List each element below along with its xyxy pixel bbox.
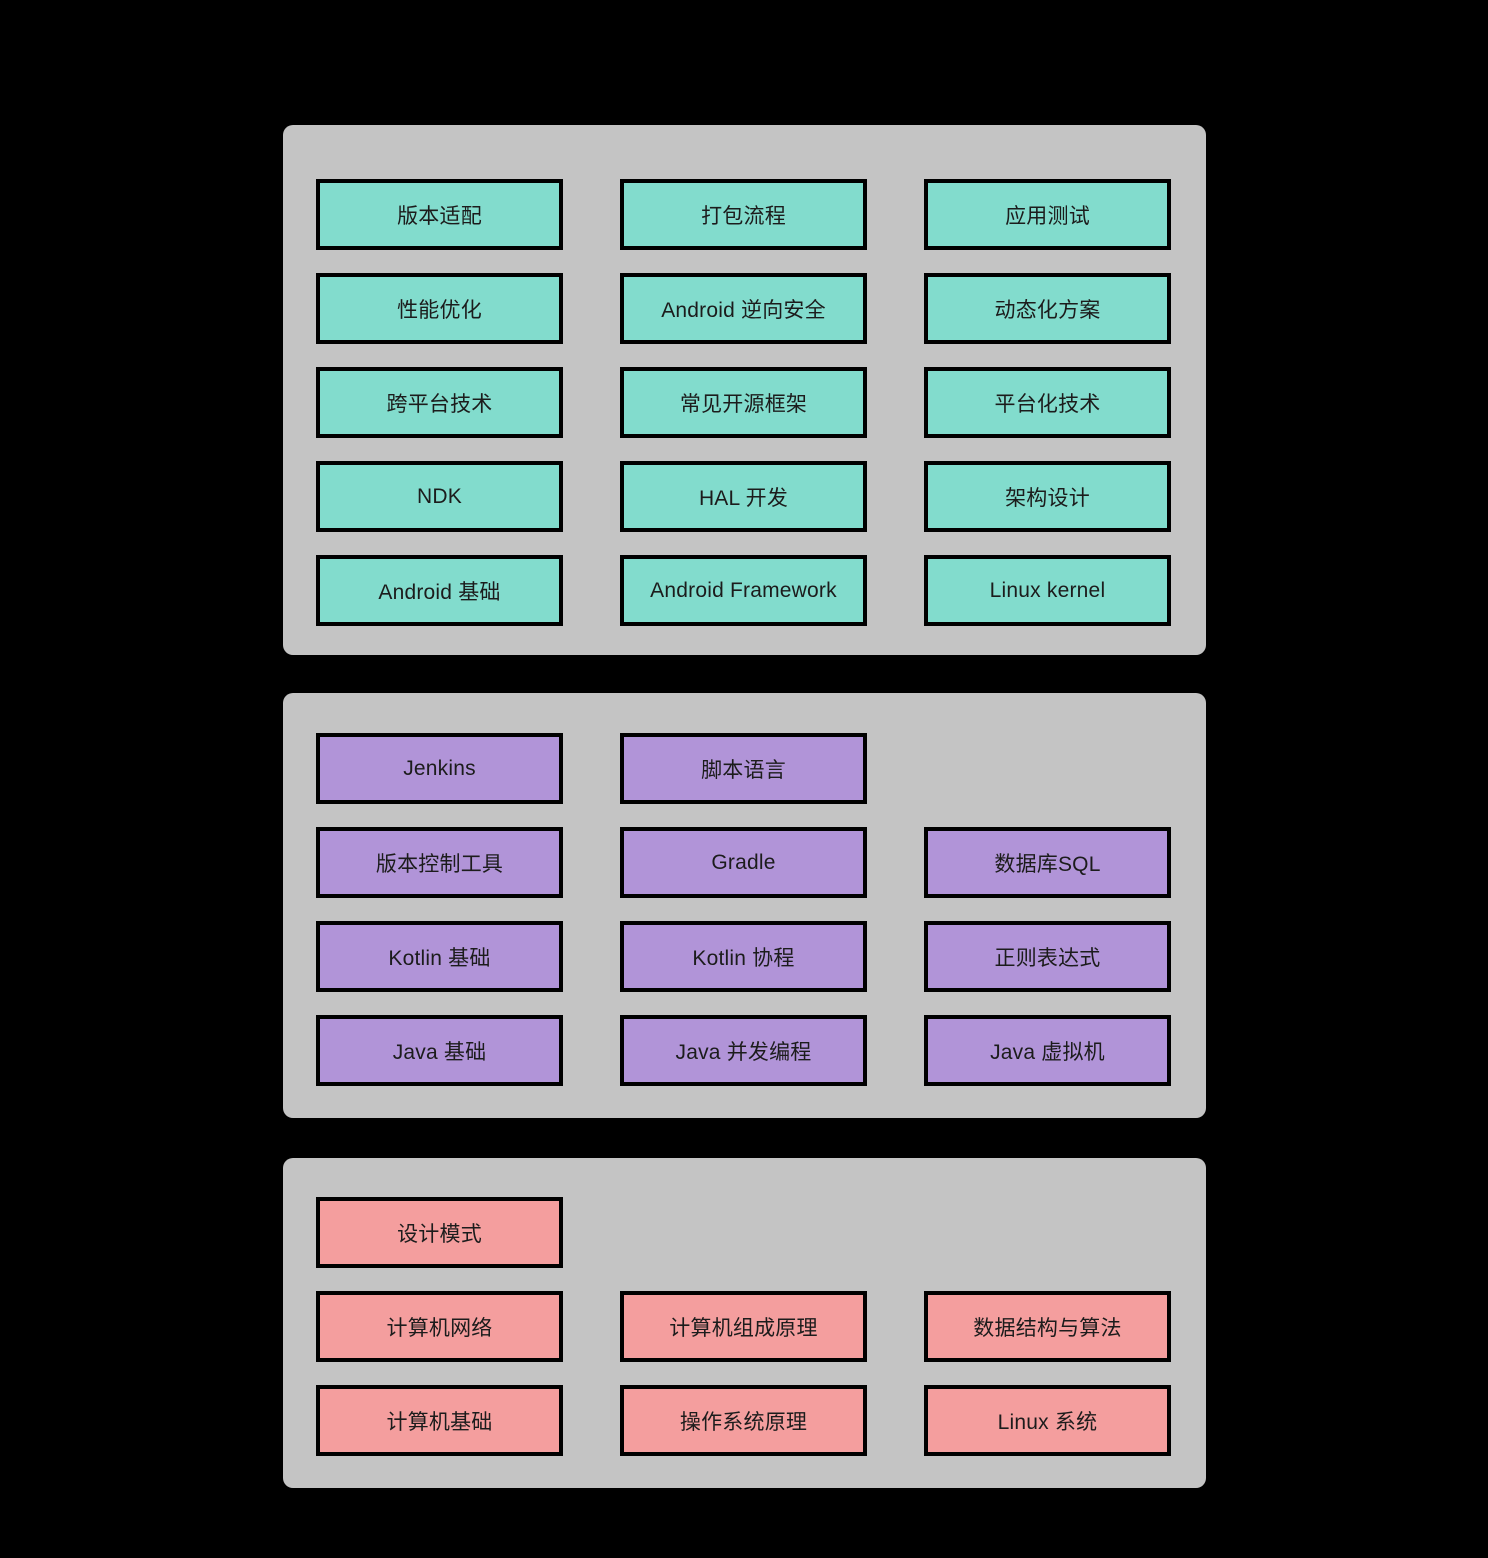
topic-panel-bottom: 设计模式计算机网络计算机组成原理数据结构与算法计算机基础操作系统原理 Linux … <box>283 1158 1206 1488</box>
topic-box: Gradle <box>620 827 867 898</box>
topic-panel-middle: Jenkins 脚本语言版本控制工具 Gradle 数据库SQL Kotlin 基础 Ko… <box>283 693 1206 1118</box>
topic-box: 跨平台技术 <box>316 367 563 438</box>
topic-grid: 设计模式计算机网络计算机组成原理数据结构与算法计算机基础操作系统原理 Linux … <box>316 1197 1173 1456</box>
topic-box: Android 基础 <box>316 555 563 626</box>
topic-box: 应用测试 <box>924 179 1171 250</box>
topic-box: 操作系统原理 <box>620 1385 867 1456</box>
topic-box: 版本适配 <box>316 179 563 250</box>
topic-box: 计算机组成原理 <box>620 1291 867 1362</box>
topic-box: Kotlin 基础 <box>316 921 563 992</box>
topic-box: Linux kernel <box>924 555 1171 626</box>
topic-box: Linux 系统 <box>924 1385 1171 1456</box>
topic-grid: Jenkins 脚本语言版本控制工具 Gradle 数据库SQL Kotlin 基础 Ko… <box>316 733 1173 1086</box>
topic-box: Android Framework <box>620 555 867 626</box>
topic-box: 数据结构与算法 <box>924 1291 1171 1362</box>
topic-box: 脚本语言 <box>620 733 867 804</box>
topic-box: 设计模式 <box>316 1197 563 1268</box>
topic-box: 架构设计 <box>924 461 1171 532</box>
topic-box: 性能优化 <box>316 273 563 344</box>
topic-grid: 版本适配打包流程应用测试性能优化 Android 逆向安全动态化方案跨平台技术常见… <box>316 179 1173 626</box>
topic-box: Java 基础 <box>316 1015 563 1086</box>
topic-box: Jenkins <box>316 733 563 804</box>
topic-panel-top: 版本适配打包流程应用测试性能优化 Android 逆向安全动态化方案跨平台技术常见… <box>283 125 1206 655</box>
topic-box: 版本控制工具 <box>316 827 563 898</box>
topic-box: Java 并发编程 <box>620 1015 867 1086</box>
topic-box: 计算机网络 <box>316 1291 563 1362</box>
topic-box: Java 虚拟机 <box>924 1015 1171 1086</box>
topic-box: 计算机基础 <box>316 1385 563 1456</box>
topic-box: Android 逆向安全 <box>620 273 867 344</box>
topic-box: 正则表达式 <box>924 921 1171 992</box>
topic-box: HAL 开发 <box>620 461 867 532</box>
topic-box: 数据库SQL <box>924 827 1171 898</box>
topic-box: 打包流程 <box>620 179 867 250</box>
topic-box: 动态化方案 <box>924 273 1171 344</box>
topic-box: NDK <box>316 461 563 532</box>
topic-box: 常见开源框架 <box>620 367 867 438</box>
topic-box: 平台化技术 <box>924 367 1171 438</box>
topic-box: Kotlin 协程 <box>620 921 867 992</box>
